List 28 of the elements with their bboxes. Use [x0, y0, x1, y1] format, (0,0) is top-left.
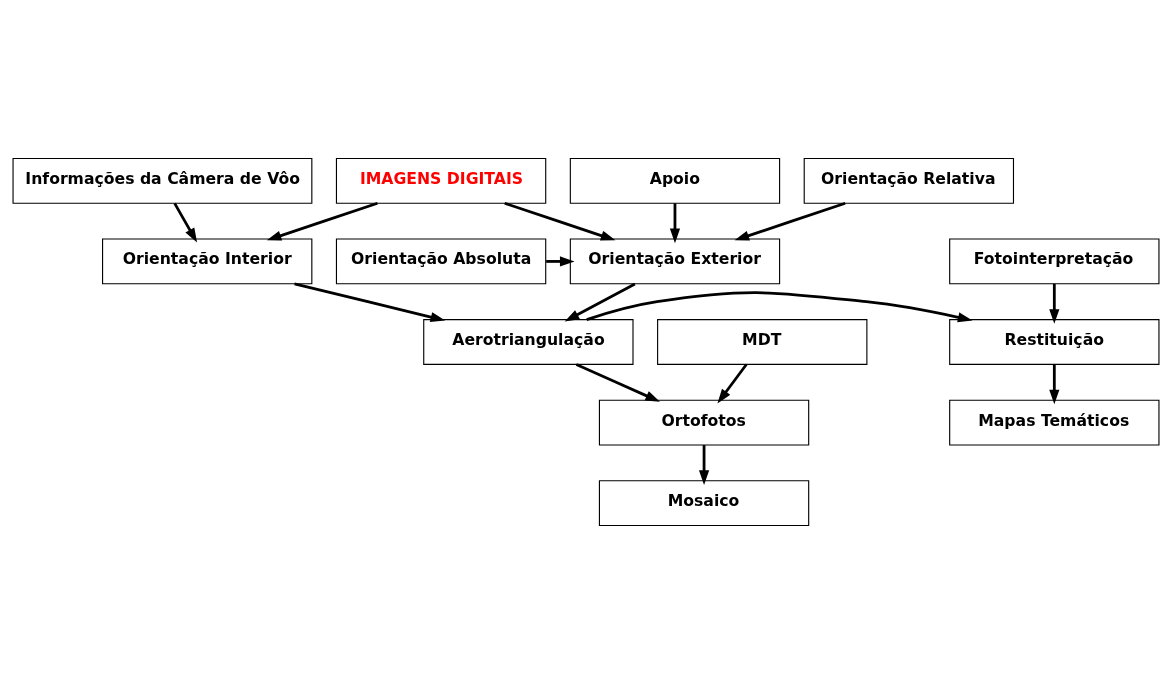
arrow [564, 282, 636, 322]
node-box: Orientação Exterior [569, 238, 781, 285]
node-box: Mapas Temáticos [949, 399, 1160, 446]
arrow [294, 282, 446, 323]
arrow [173, 202, 198, 243]
node-box: Fotointerpretação [949, 238, 1160, 285]
node-box: Orientação Interior [102, 238, 313, 285]
arrow [717, 363, 748, 404]
node-box: Apoio [569, 157, 781, 204]
node-box: Aerotriangulação [423, 319, 634, 365]
node-box: Ortofotos [598, 399, 810, 446]
arrow [698, 445, 710, 485]
arrow [266, 201, 378, 241]
node-box: Mosaico [598, 480, 810, 527]
node-box: Orientação Relativa [803, 157, 1015, 204]
node-box: MDT [657, 319, 868, 365]
node-box: Informações da Câmera de Vôo [12, 157, 313, 204]
arrow [734, 201, 846, 241]
arrow [546, 256, 575, 267]
arrow [1049, 283, 1060, 324]
arrow [504, 201, 616, 241]
node-box: IMAGENS DIGITAIS [335, 157, 547, 204]
node-box: Restituição [949, 319, 1160, 365]
arrow [586, 291, 973, 323]
arrow [1049, 364, 1060, 405]
arrow [669, 203, 681, 244]
arrow [575, 363, 660, 402]
node-box: Orientação Absoluta [335, 238, 547, 285]
